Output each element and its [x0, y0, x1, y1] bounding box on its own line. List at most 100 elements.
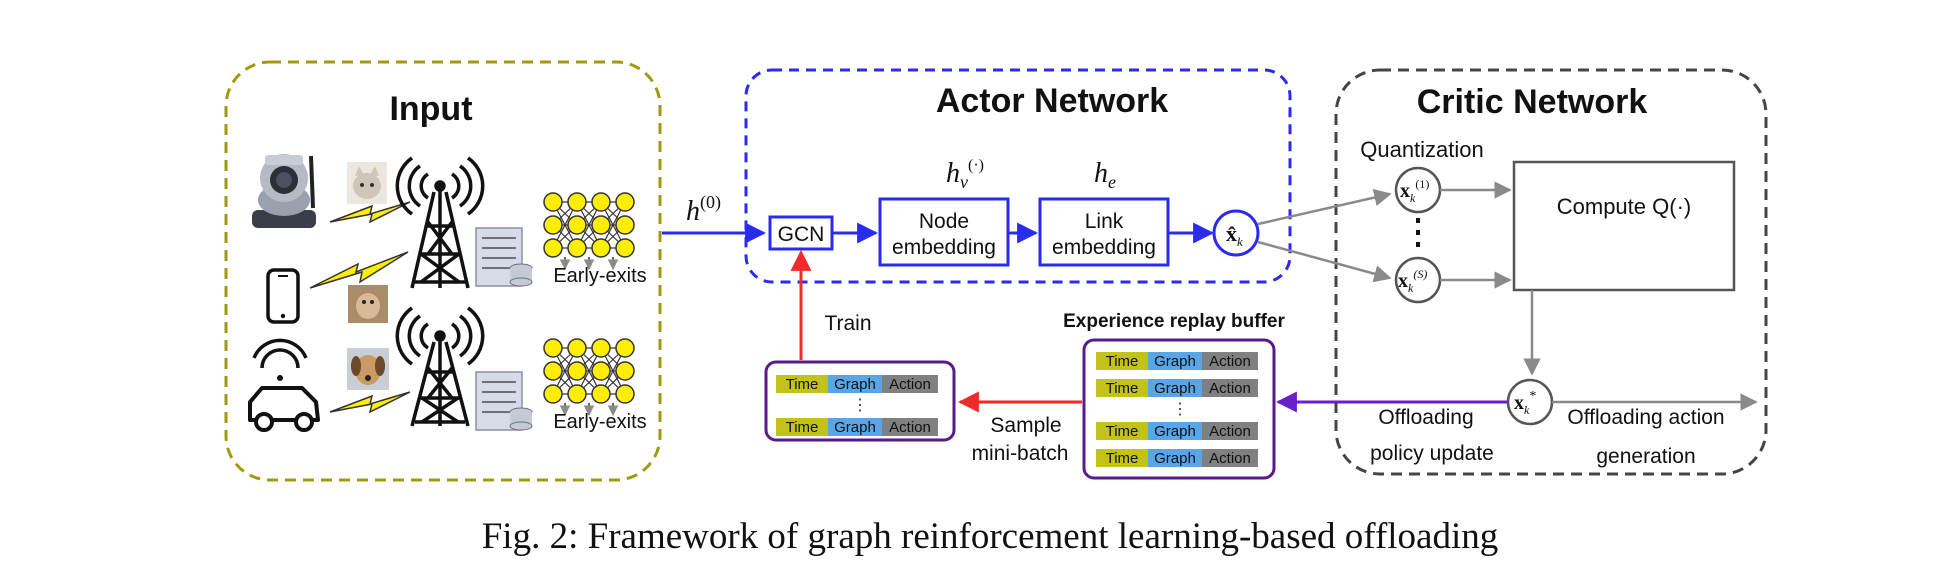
- early-exits-label-top: Early-exits: [553, 265, 646, 287]
- he-label: he: [1094, 158, 1116, 192]
- vertical-ellipsis-icon: [1416, 218, 1420, 247]
- car-icon: [248, 338, 320, 432]
- xstar-label: xk*: [1514, 389, 1536, 417]
- quantization-label: Quantization: [1360, 137, 1484, 162]
- nn-node: [591, 215, 611, 235]
- nn-node: [591, 361, 611, 381]
- nn-node: [591, 338, 611, 358]
- nn-node: [615, 361, 635, 381]
- buffer-cell-label: Action: [1209, 450, 1251, 467]
- nn-node: [615, 384, 635, 404]
- buffer-cell-label: Action: [1209, 353, 1251, 370]
- buffer-cell: [1096, 352, 1148, 370]
- cell-tower-icon: [395, 306, 485, 427]
- buffer-cell: [882, 418, 938, 436]
- x1-label: xk(1): [1400, 177, 1429, 205]
- buffer-cell-label: Graph: [1154, 450, 1196, 467]
- nn-node: [543, 338, 563, 358]
- nn-node: [543, 192, 563, 212]
- buffer-cell: [1202, 422, 1258, 440]
- input-panel: [224, 60, 662, 482]
- policy-update-line1: Offloading: [1378, 406, 1473, 429]
- buffer-cell: [1202, 379, 1258, 397]
- monkey-photo-icon: [348, 285, 388, 323]
- buffer-cell: [1096, 379, 1148, 397]
- generation-line1: Offloading action: [1567, 406, 1724, 429]
- camera-icon: [252, 154, 316, 228]
- compute-q-box: [1512, 160, 1736, 292]
- train-label: Train: [824, 312, 871, 335]
- buffer-cell: [828, 375, 882, 393]
- buffer-cell-label: Time: [786, 419, 819, 436]
- buffer-ellipsis: ⋮: [852, 397, 868, 414]
- nn-node: [567, 384, 587, 404]
- link-embedding-line1: Link: [1085, 210, 1124, 233]
- buffer-cell: [1096, 422, 1148, 440]
- xs-label: xk(S): [1398, 267, 1427, 295]
- node-embedding-line2: embedding: [892, 236, 996, 259]
- buffer-cell: [776, 418, 828, 436]
- xhat-label: x̂k: [1226, 221, 1243, 249]
- server-icon: [475, 371, 533, 431]
- nn-node: [567, 215, 587, 235]
- input-title: Input: [389, 90, 472, 128]
- critic-title: Critic Network: [1417, 83, 1648, 121]
- buffer-cell-label: Action: [1209, 423, 1251, 440]
- neural-network-icon: [543, 192, 635, 271]
- nn-node: [615, 338, 635, 358]
- nn-node: [543, 361, 563, 381]
- critic-panel: [1334, 68, 1768, 476]
- actor-panel: [744, 68, 1292, 284]
- buffer-cell-label: Graph: [834, 419, 876, 436]
- nn-node: [567, 338, 587, 358]
- buffer-cell-label: Action: [889, 376, 931, 393]
- cell-tower-icon: [395, 156, 485, 289]
- buffer-cell: [1096, 449, 1148, 467]
- buffer-cell-label: Graph: [834, 376, 876, 393]
- dog-photo-icon: [347, 348, 389, 390]
- server-icon: [475, 227, 533, 287]
- buffer-cell: [1148, 449, 1202, 467]
- buffer-cell: [828, 418, 882, 436]
- xhat-to-x1-arrow: [1257, 188, 1392, 226]
- buffer-cell-label: Action: [1209, 380, 1251, 397]
- wireless-link-icon: [329, 201, 411, 224]
- nn-node: [591, 238, 611, 258]
- buffer-ellipsis: ⋮: [1172, 401, 1188, 418]
- buffer-cell: [1202, 449, 1258, 467]
- nn-node: [567, 192, 587, 212]
- h0-label: h(0): [686, 192, 721, 227]
- sample-line2: mini-batch: [972, 442, 1069, 465]
- buffer-cell-label: Graph: [1154, 353, 1196, 370]
- buffer-cell: [882, 375, 938, 393]
- buffer-cell: [1202, 352, 1258, 370]
- buffer-cell-label: Time: [1106, 450, 1139, 467]
- gcn-label: GCN: [778, 223, 825, 246]
- buffer-cell-label: Graph: [1154, 380, 1196, 397]
- buffer-cell-label: Action: [889, 419, 931, 436]
- buffer-cell-label: Time: [1106, 353, 1139, 370]
- buffer-cell: [1148, 379, 1202, 397]
- nn-node: [567, 238, 587, 258]
- policy-update-line2: policy update: [1370, 442, 1494, 465]
- nn-node: [591, 384, 611, 404]
- nn-node: [543, 238, 563, 258]
- compute-q-label: Compute Q(·): [1557, 194, 1691, 219]
- buffer-cell-label: Time: [786, 376, 819, 393]
- wireless-link-icon: [309, 251, 409, 289]
- buffer-cell: [776, 375, 828, 393]
- nn-node: [615, 215, 635, 235]
- buffer-cell-label: Time: [1106, 380, 1139, 397]
- nn-node: [615, 238, 635, 258]
- neural-network-icon: [543, 338, 635, 417]
- buffer-cell-label: Time: [1106, 423, 1139, 440]
- replay-buffer-title: Experience replay buffer: [1063, 311, 1285, 332]
- generation-line2: generation: [1596, 445, 1695, 468]
- nn-node: [567, 361, 587, 381]
- xhat-node: [1212, 209, 1260, 257]
- buffer-cell-label: Graph: [1154, 423, 1196, 440]
- nn-node: [543, 215, 563, 235]
- hv-label: hv(·): [946, 157, 984, 192]
